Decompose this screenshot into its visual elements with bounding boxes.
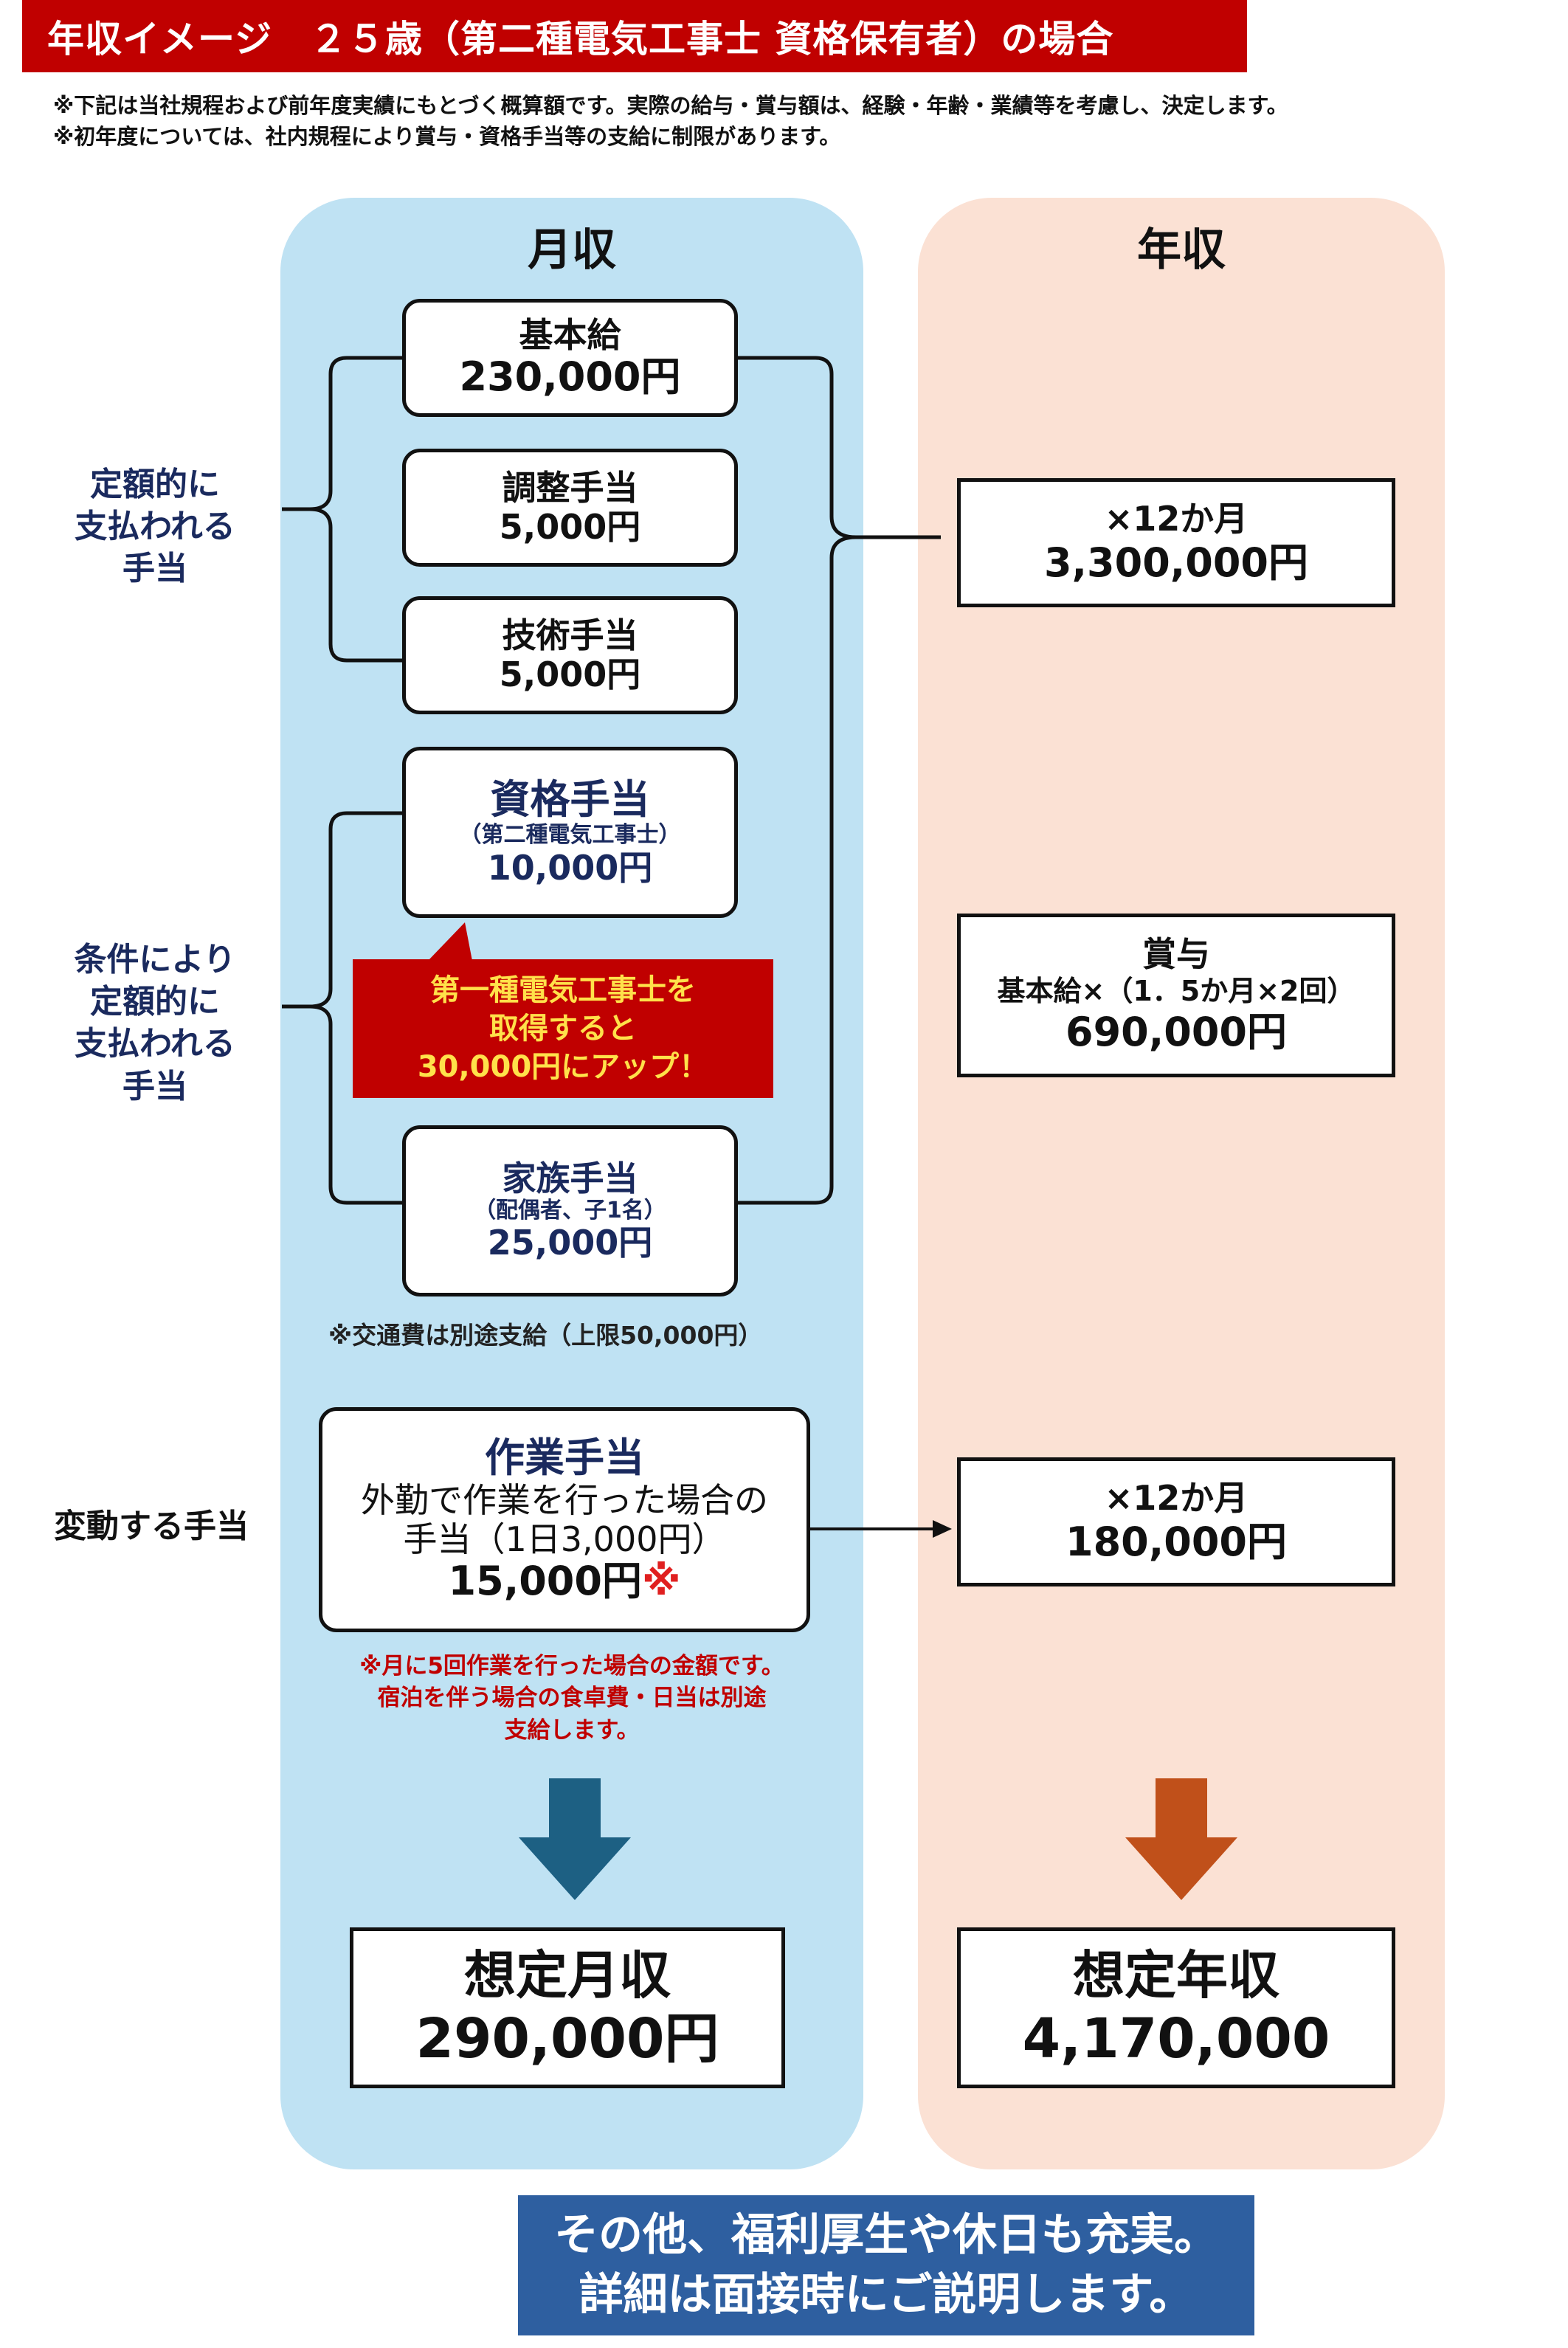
adjustment-allowance-box: 調整手当 5,000円 — [402, 449, 738, 567]
side-label-variable: 変動する手当 — [54, 1508, 249, 1545]
title-banner: 年収イメージ ２５歳（第二種電気工事士 資格保有者）の場合 — [22, 0, 1247, 72]
base-salary-box: 基本給 230,000円 — [402, 299, 738, 417]
monthly-down-arrow — [519, 1778, 631, 1900]
footer-banner: その他、福利厚生や休日も充実。 詳細は面接時にご説明します。 — [518, 2195, 1254, 2335]
work-annual-box: ×12か月 180,000円 — [957, 1457, 1395, 1586]
work-allowance-notes: ※月に5回作業を行った場合の金額です。 宿泊を伴う場合の食卓費・日当は別途 支給… — [359, 1653, 784, 1744]
side-label-fixed: 定額的に 支払われる 手当 — [75, 466, 235, 588]
side-label-conditional: 条件により 定額的に 支払われる 手当 — [74, 941, 236, 1105]
annual-heading: 年収 — [1137, 224, 1226, 276]
upgrade-callout: 第一種電気工事士を 取得すると 30,000円にアップ！ — [353, 959, 773, 1098]
monthly-heading: 月収 — [528, 224, 616, 276]
disclaimer-note-1: ※下記は当社規程および前年度実績にもとづく概算額です。実際の給与・賞与額は、経験… — [53, 93, 1288, 118]
disclaimer-note-2: ※初年度については、社内規程により賞与・資格手当等の支給に制限があります。 — [53, 124, 841, 149]
asterisk-mark: ※ — [641, 1558, 681, 1605]
annual-down-arrow — [1125, 1778, 1237, 1900]
page-title: 年収イメージ ２５歳（第二種電気工事士 資格保有者）の場合 — [47, 18, 1114, 61]
bonus-box: 賞与 基本給×（1．5か月×2回） 690,000円 — [957, 914, 1395, 1077]
technical-allowance-box: 技術手当 5,000円 — [402, 596, 738, 714]
estimated-monthly-box: 想定月収 290,000円 — [350, 1927, 785, 2088]
fixed-annual-box: ×12か月 3,300,000円 — [957, 478, 1395, 607]
work-allowance-box: 作業手当 外勤で作業を行った場合の 手当（1日3,000円） 15,000円※ — [319, 1407, 810, 1632]
estimated-annual-box: 想定年収 4,170,000 — [957, 1927, 1395, 2088]
family-allowance-box: 家族手当 （配偶者、子1名） 25,000円 — [402, 1125, 738, 1296]
qualification-allowance-box: 資格手当 （第二種電気工事士） 10,000円 — [402, 747, 738, 918]
transport-note: ※交通費は別途支給（上限50,000円） — [328, 1321, 763, 1350]
